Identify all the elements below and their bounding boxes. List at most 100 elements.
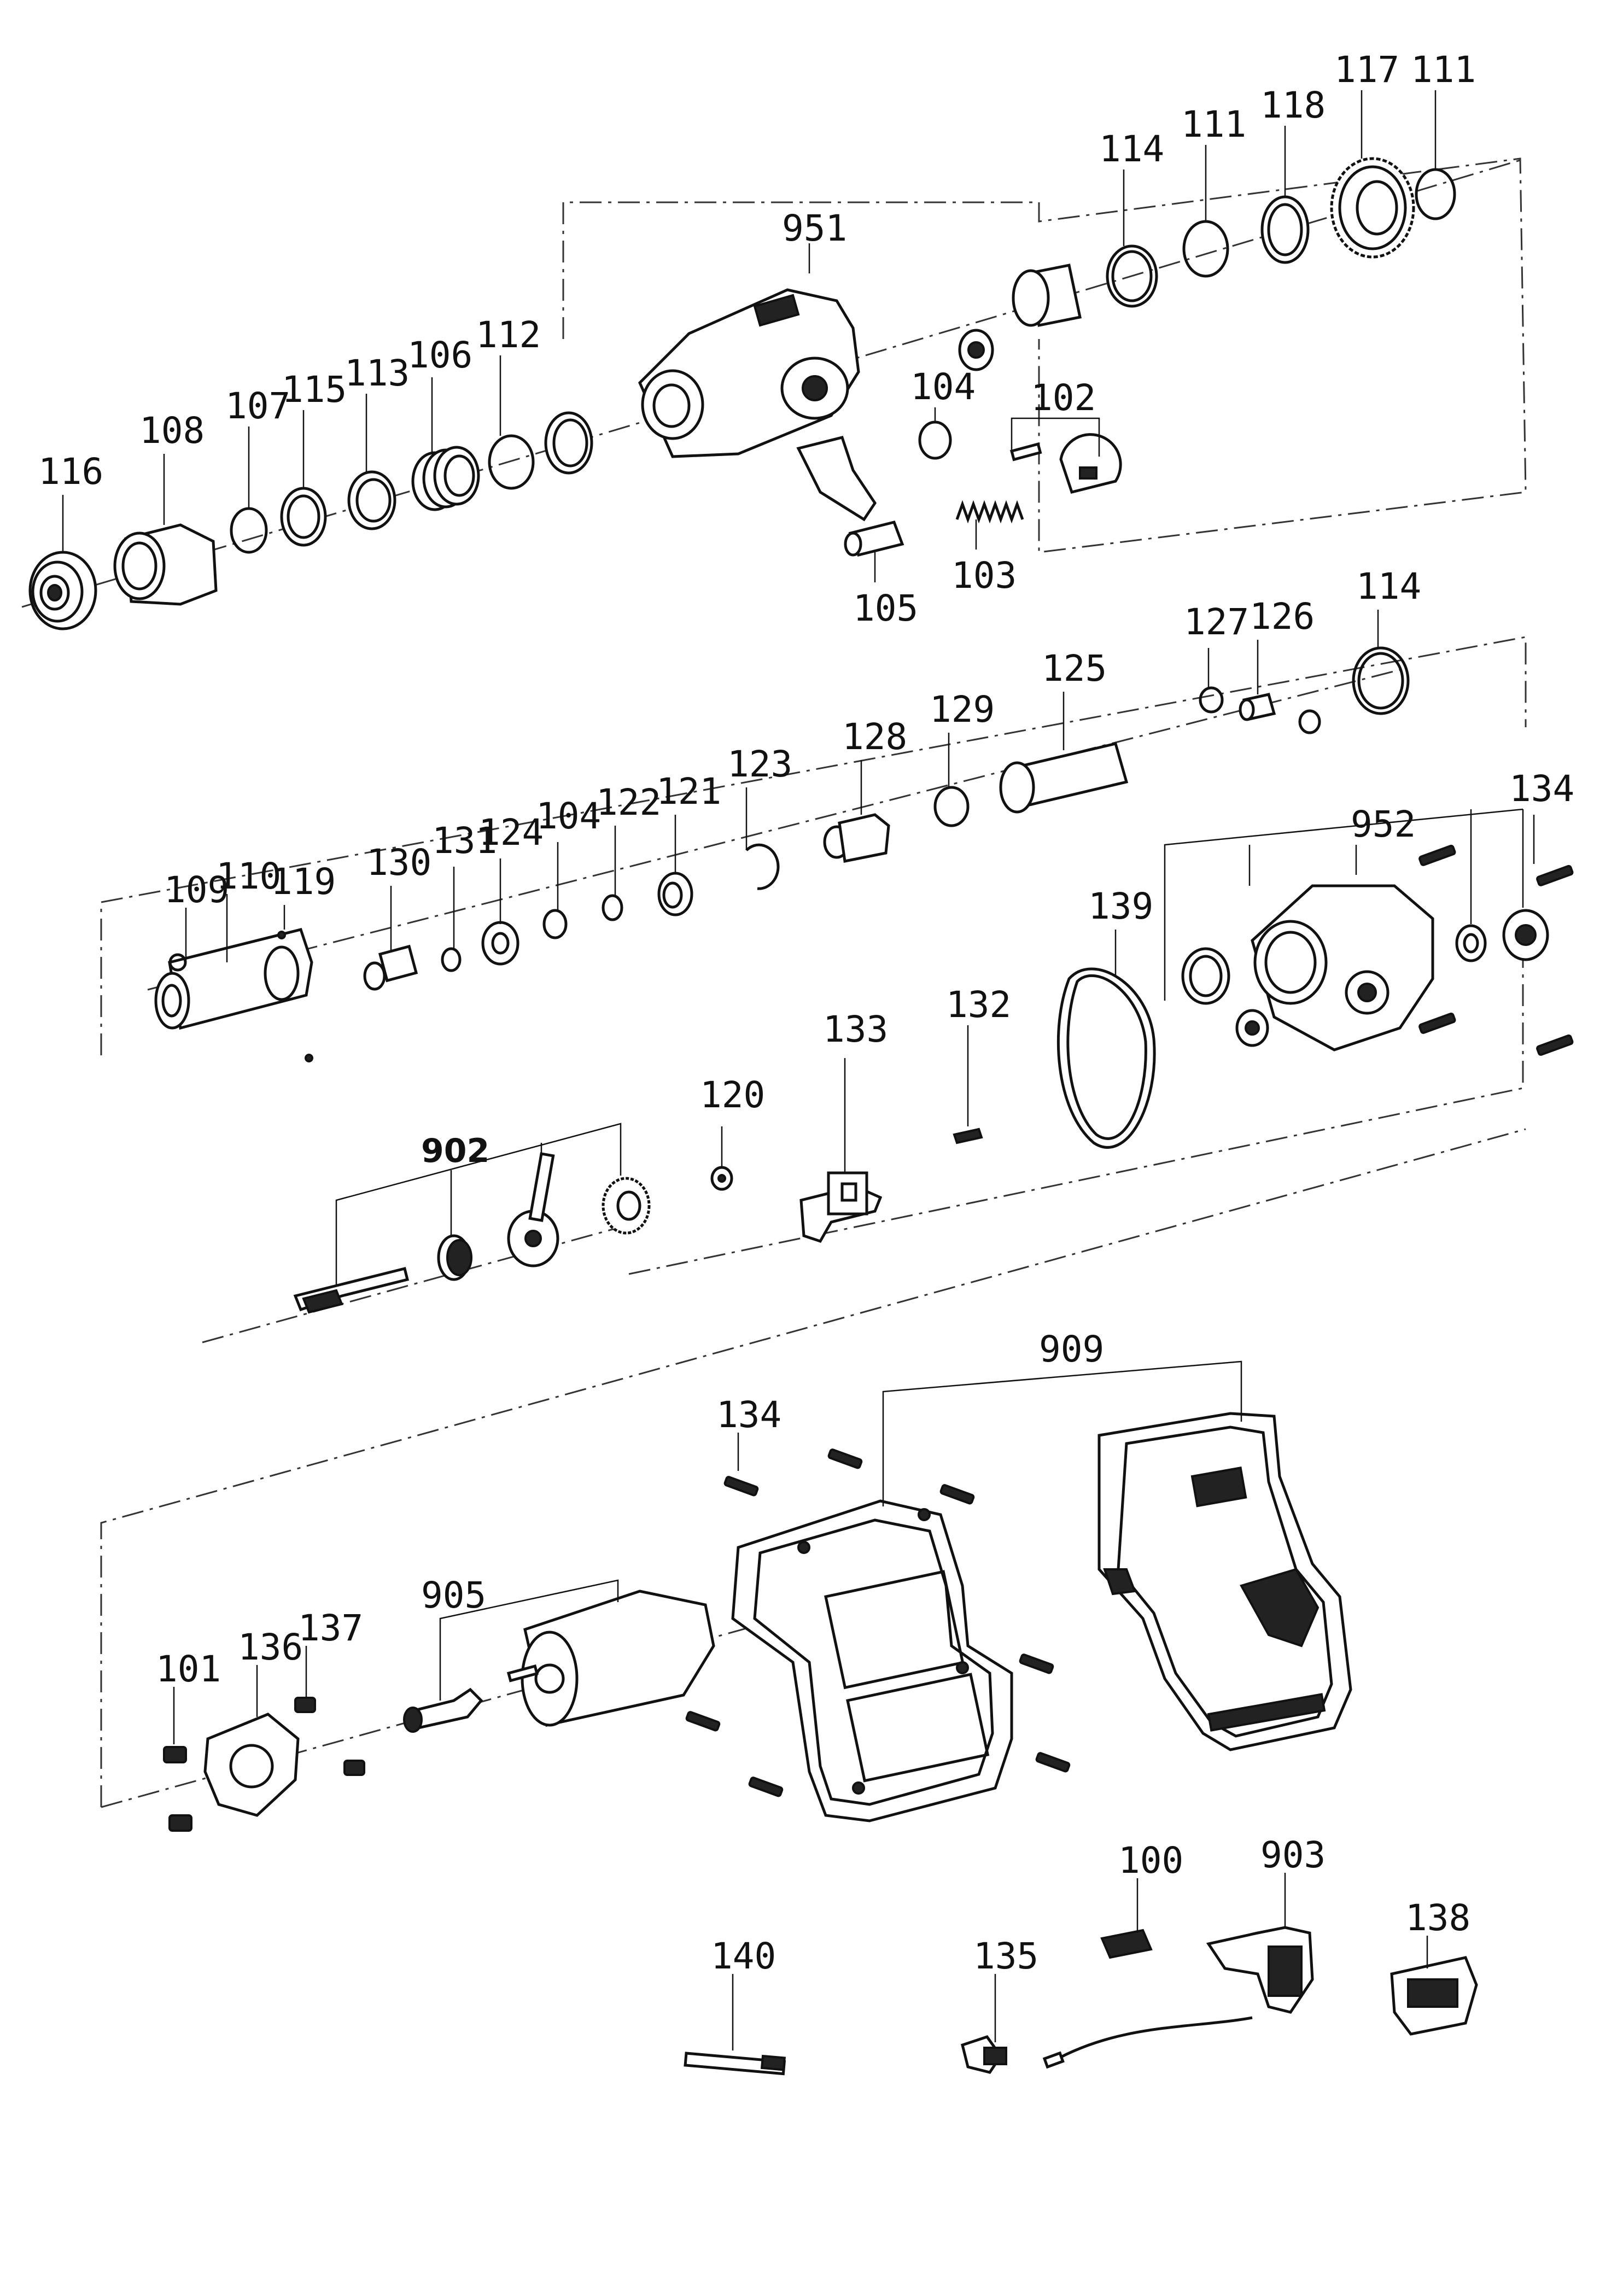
group-front-housing: 116 108 107 115 113 106 112 951 114 111 … (21, 49, 1527, 630)
label-121: 121 (656, 770, 721, 813)
part-952-bearing (1235, 1009, 1269, 1047)
part-117 (1330, 157, 1415, 259)
part-114a (1106, 244, 1158, 308)
label-135: 135 (973, 1935, 1038, 1977)
part-902-clutch (437, 1234, 472, 1281)
part-905-pinion (403, 1687, 483, 1733)
label-138: 138 (1405, 1897, 1470, 1939)
group-housing-motor: 909 134 905 137 136 101 100 903 138 140 … (100, 1128, 1526, 2076)
label-128: 128 (842, 716, 907, 758)
part-116 (28, 551, 97, 630)
label-126: 126 (1250, 595, 1315, 638)
part-130 (363, 944, 418, 991)
label-139: 139 (1088, 885, 1153, 927)
part-104a (918, 420, 952, 460)
label-134b: 134 (716, 1394, 781, 1436)
label-114b: 114 (1356, 565, 1421, 607)
label-952: 952 (1351, 803, 1416, 845)
label-125: 125 (1042, 647, 1107, 690)
label-134a: 134 (1509, 768, 1574, 810)
label-112: 112 (476, 314, 541, 356)
part-136 (203, 1713, 300, 1817)
label-115: 115 (282, 369, 347, 411)
part-102 (1009, 433, 1122, 494)
part-909-right-shell (1097, 1412, 1352, 1751)
label-107: 107 (225, 385, 290, 427)
part-126-ring (1298, 709, 1321, 734)
part-133 (799, 1171, 883, 1243)
label-111b: 111 (1411, 49, 1476, 91)
part-129 (933, 786, 970, 827)
label-106: 106 (407, 334, 472, 376)
label-108: 108 (139, 410, 205, 452)
part-118 (1260, 195, 1310, 264)
part-101 (163, 1746, 187, 1763)
part-134b-screws (685, 1448, 1071, 1797)
label-136: 136 (238, 1626, 303, 1668)
part-127 (1199, 686, 1224, 714)
part-138 (1390, 1956, 1478, 2036)
label-909: 909 (1039, 1328, 1104, 1370)
part-103 (955, 500, 1024, 524)
part-137-b (343, 1760, 365, 1776)
part-952-bearing-b (1502, 909, 1549, 961)
part-137 (294, 1697, 316, 1713)
label-133: 133 (823, 1008, 888, 1050)
label-124: 124 (478, 811, 544, 854)
label-132: 132 (946, 984, 1011, 1026)
group-gearbox-952: 952 134 139 (628, 768, 1574, 1275)
label-137: 137 (298, 1607, 363, 1649)
label-902: 902 (421, 1132, 489, 1170)
part-952-housing (1251, 884, 1434, 1051)
label-102: 102 (1031, 377, 1096, 419)
label-104a: 104 (910, 366, 976, 408)
part-134a-screws (1536, 864, 1574, 1056)
label-129: 129 (930, 688, 995, 731)
part-119 (277, 931, 286, 939)
part-112 (488, 434, 535, 490)
part-905-motor (506, 1590, 715, 1727)
part-111b (1415, 168, 1456, 220)
part-135 (961, 2035, 1007, 2074)
part-115 (280, 487, 327, 547)
part-952-screw-a (1418, 844, 1456, 866)
label-130: 130 (366, 842, 431, 884)
group-hammer-mechanism: 109 110 119 130 131 124 104 122 121 123 … (100, 565, 1527, 1062)
part-902-selector (507, 1152, 559, 1267)
part-100 (1100, 1929, 1153, 1959)
label-105: 105 (853, 587, 918, 629)
part-110-pin (305, 1054, 313, 1062)
label-118: 118 (1260, 84, 1326, 126)
part-132 (953, 1127, 983, 1144)
part-101-b (168, 1814, 192, 1832)
label-122: 122 (596, 781, 661, 823)
part-105 (844, 521, 904, 557)
label-131: 131 (432, 820, 497, 862)
part-123 (745, 843, 780, 890)
part-952-screw-b (1418, 1012, 1456, 1034)
label-905: 905 (421, 1574, 486, 1616)
part-113 (347, 470, 396, 530)
part-951-bushing (1012, 264, 1082, 327)
part-124 (481, 921, 519, 966)
label-101: 101 (156, 1648, 221, 1690)
part-108 (113, 523, 218, 606)
label-109: 109 (164, 869, 229, 911)
part-902-gear (602, 1177, 651, 1235)
label-111a: 111 (1181, 103, 1246, 145)
part-114b (1352, 646, 1410, 715)
part-902-shaft (293, 1266, 410, 1314)
part-120 (710, 1166, 733, 1191)
label-100: 100 (1118, 1839, 1183, 1882)
label-116: 116 (38, 451, 103, 493)
part-110 (154, 928, 313, 1030)
part-951-housing (638, 288, 877, 522)
label-119: 119 (271, 861, 336, 903)
part-951-seal (544, 411, 593, 475)
part-951-bearing (958, 329, 994, 371)
label-103: 103 (951, 554, 1017, 597)
label-140: 140 (711, 1935, 776, 1977)
label-903: 903 (1260, 1834, 1326, 1876)
part-903 (1042, 1926, 1314, 2069)
